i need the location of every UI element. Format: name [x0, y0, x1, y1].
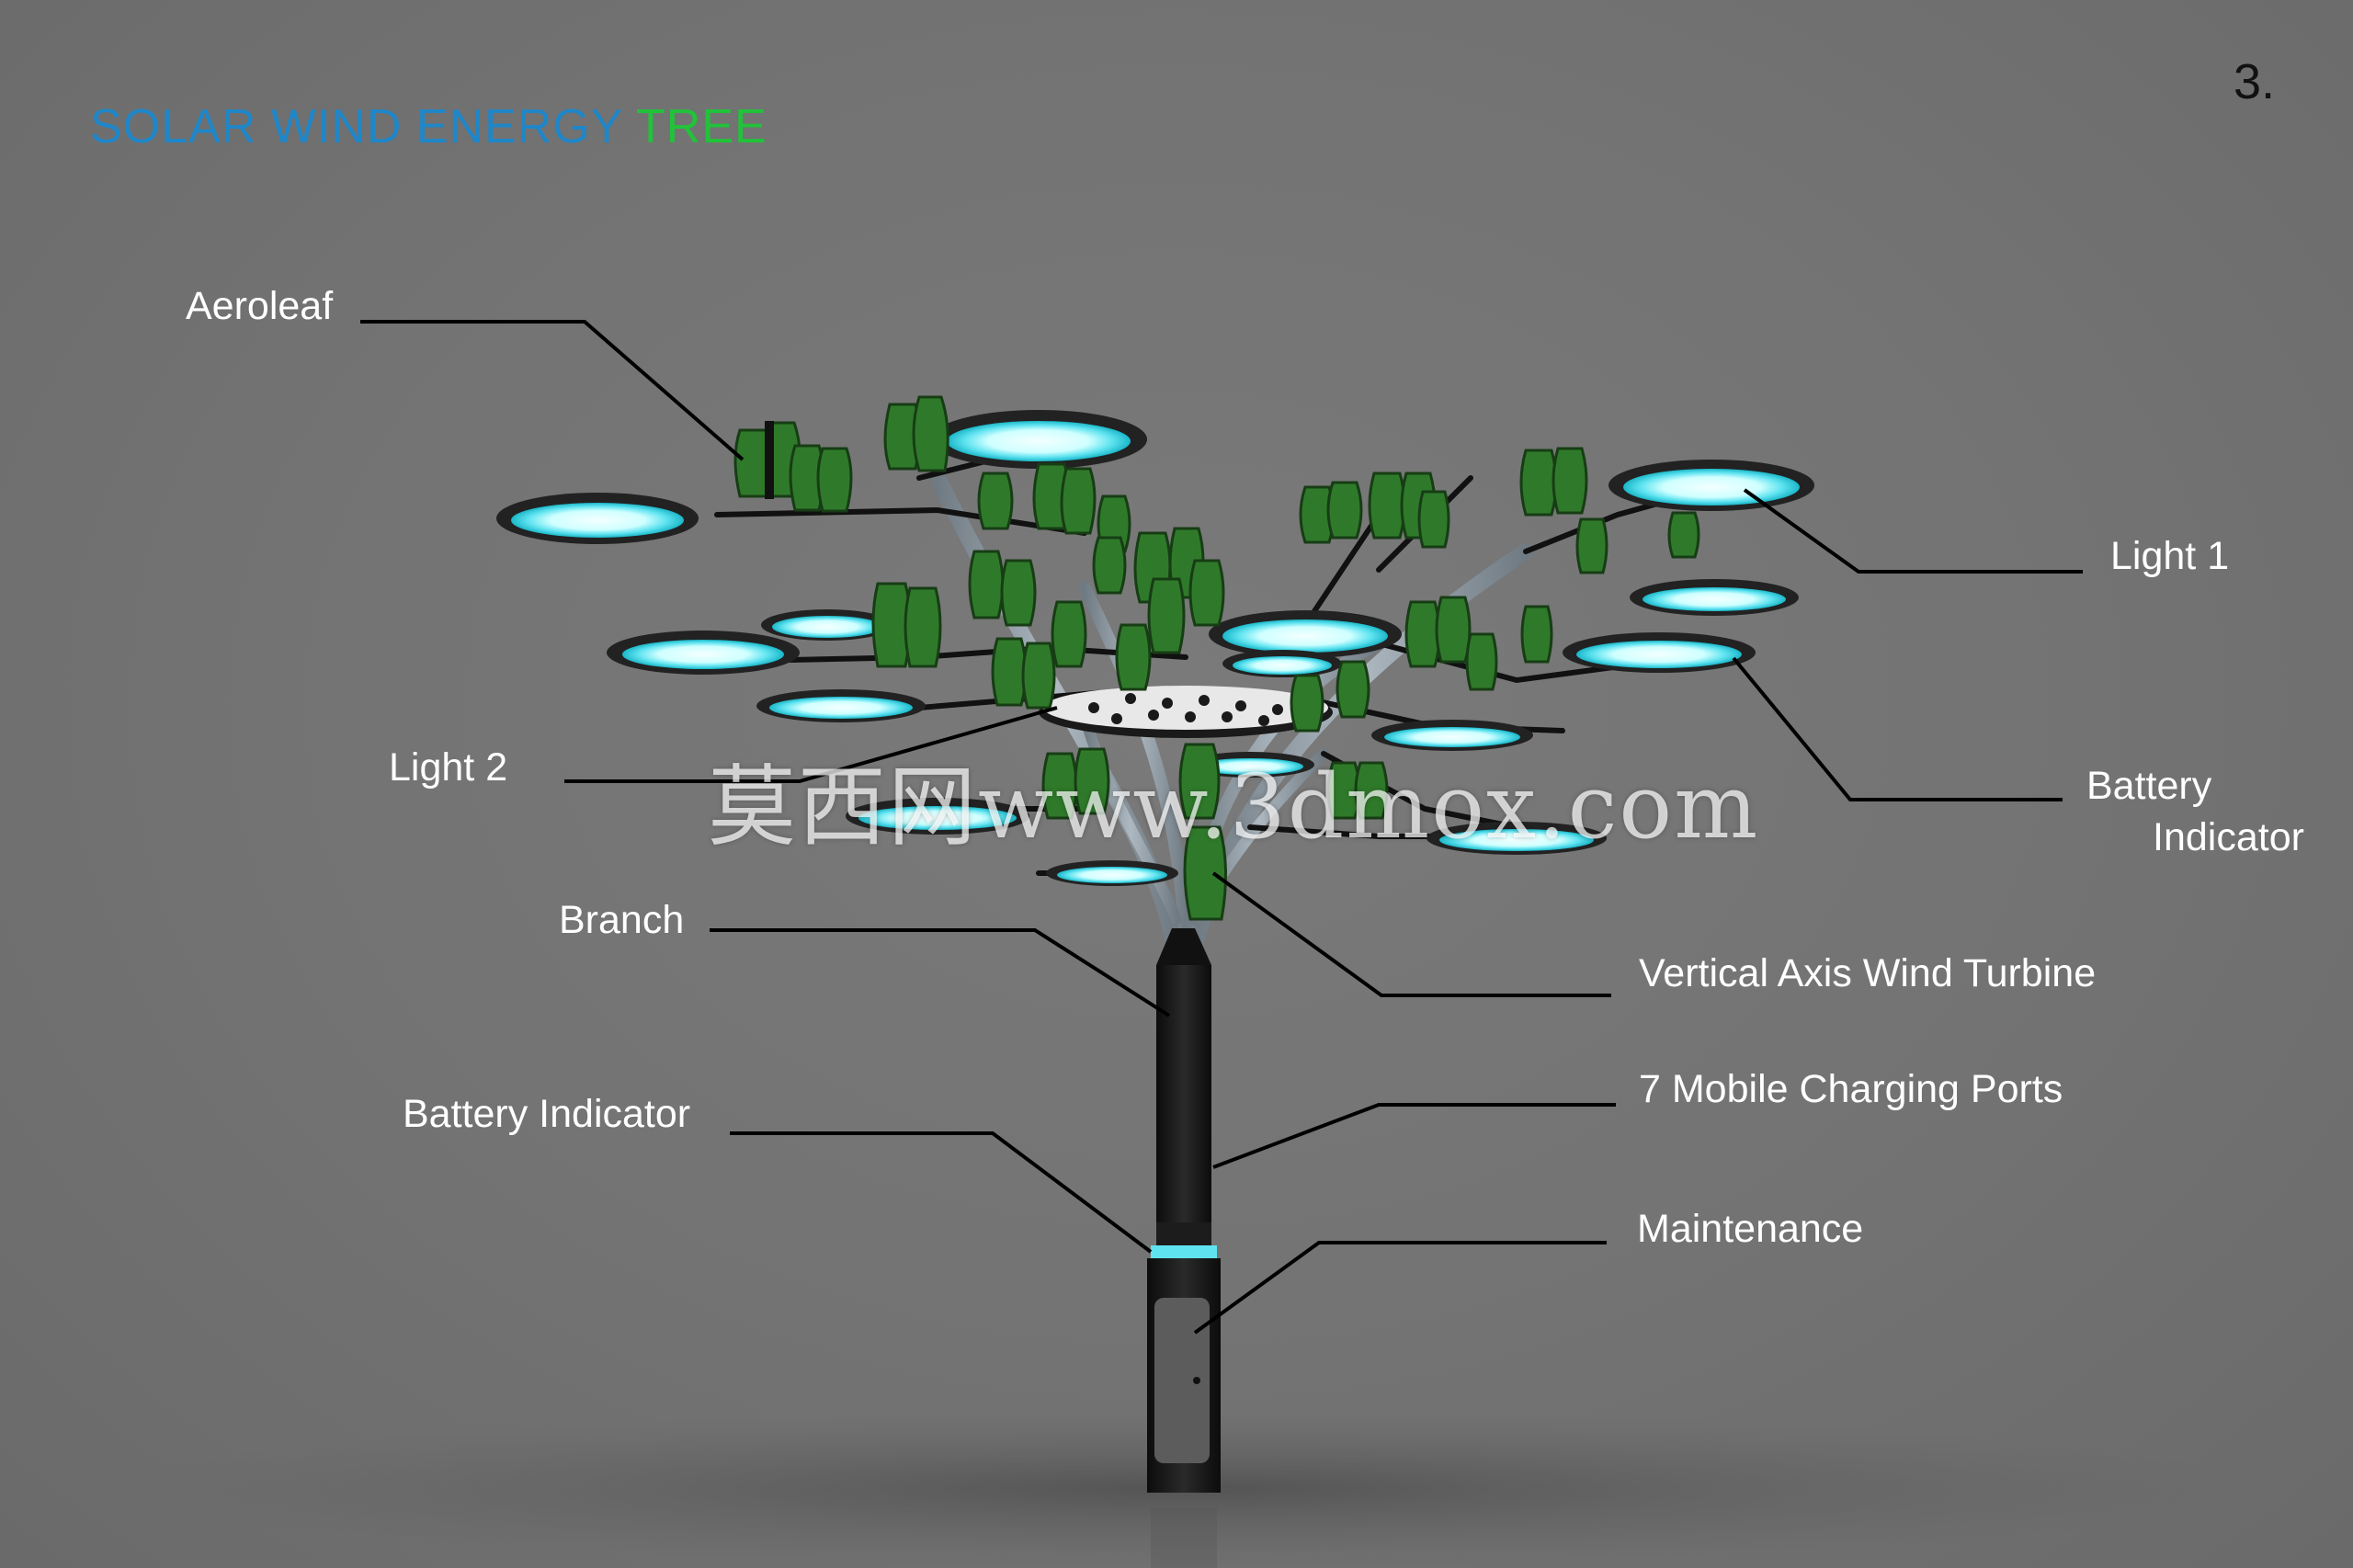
leader-vertical-axis-wind-turbine — [1211, 871, 1611, 997]
label-branch: Branch — [559, 898, 685, 942]
label-battery-indicator-right-line2: Indicator — [2153, 814, 2304, 859]
leader-battery-indicator-right — [1732, 656, 2063, 801]
lights — [496, 410, 1814, 886]
title-part-tree: TREE — [636, 100, 767, 153]
leader-light-2 — [564, 706, 1058, 783]
maintenance-panel — [1154, 1298, 1210, 1463]
light-1 — [1608, 460, 1814, 511]
label-light-1: Light 1 — [2110, 534, 2230, 578]
leader-maintenance — [1193, 1241, 1607, 1335]
label-aeroleaf: Aeroleaf — [186, 284, 334, 328]
solar-panel-disc — [1039, 686, 1333, 738]
trunk — [1147, 928, 1221, 1568]
leader-battery-indicator-left — [730, 1131, 1153, 1254]
leader-lines — [360, 320, 2083, 1335]
leader-aeroleaf — [360, 320, 745, 461]
label-battery-indicator-right: Battery Indicator — [2086, 761, 2304, 864]
leader-light-1 — [1743, 488, 2083, 574]
label-maintenance: Maintenance — [1637, 1207, 1864, 1251]
page-title: SOLAR WIND ENERGY TREE — [90, 99, 767, 154]
leader-mobile-charging-ports — [1212, 1103, 1616, 1169]
page-number: 3. — [2234, 54, 2276, 109]
watermark: 莫西网www.3dmox.com — [708, 756, 1760, 858]
leader-branch — [710, 928, 1171, 1017]
label-battery-indicator-left: Battery Indicator — [403, 1092, 691, 1136]
light-2 — [756, 689, 926, 722]
title-part-solar-wind-energy: SOLAR WIND ENERGY — [90, 100, 623, 153]
label-vertical-axis-wind-turbine: Vertical Axis Wind Turbine — [1639, 951, 2097, 995]
label-light-2: Light 2 — [389, 745, 508, 790]
label-mobile-charging-ports: 7 Mobile Charging Ports — [1639, 1067, 2063, 1111]
label-battery-indicator-right-line1: Battery — [2086, 764, 2212, 808]
battery-indicator-ring — [1151, 1245, 1217, 1258]
aeroleaf-turbines — [733, 395, 1700, 921]
